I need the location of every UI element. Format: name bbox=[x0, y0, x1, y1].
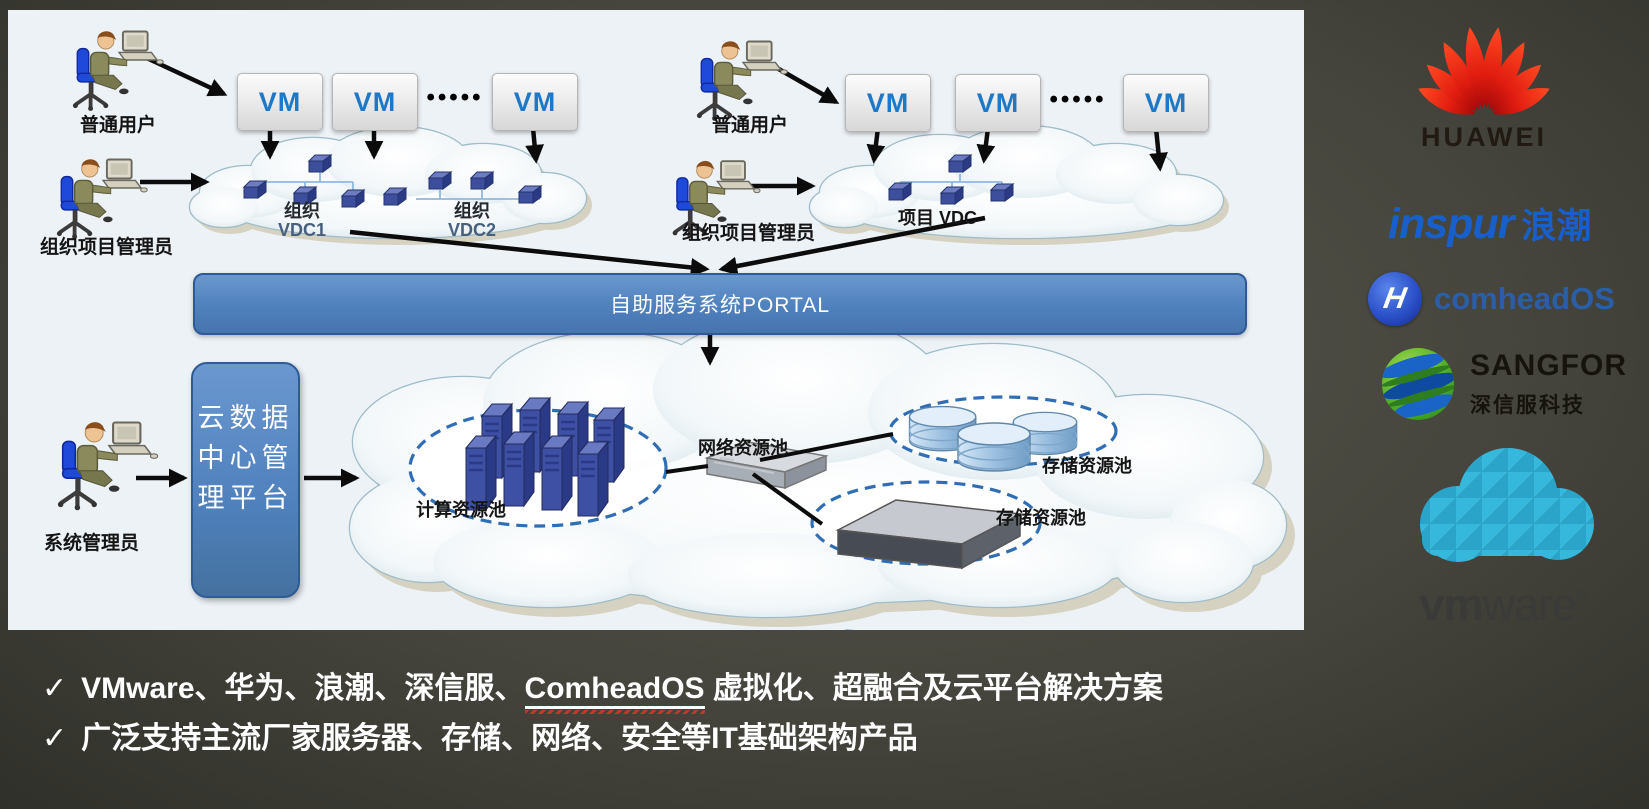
ordinary-user-1-figure bbox=[71, 29, 166, 113]
project-vdc-cubes bbox=[888, 154, 1014, 205]
flow-arrows bbox=[136, 51, 1168, 488]
bullet1-pre: VMware、华为、浪潮、深信服、 bbox=[81, 672, 525, 705]
vm-box-1: VM bbox=[237, 73, 323, 131]
vmware-wordmark: vmware® bbox=[1390, 579, 1615, 631]
vdc2-cubes bbox=[416, 171, 542, 204]
summary-bullets: ✓ VMware、华为、浪潮、深信服、ComheadOS 虚拟化、超融合及云平台解… bbox=[42, 664, 1163, 764]
comheados-badge-icon: H bbox=[1368, 272, 1422, 326]
bullet1-comheados: ComheadOS bbox=[524, 672, 705, 709]
label-network-pool: 网络资源池 bbox=[698, 438, 788, 458]
label-org-vdc2: 组织 VDC2 bbox=[434, 202, 510, 240]
mgmt-line2: 中心管 bbox=[197, 443, 294, 473]
check-icon: ✓ bbox=[42, 722, 68, 755]
comheados-logo: H comheadOS bbox=[1368, 272, 1615, 326]
vm-label: VM bbox=[513, 86, 557, 117]
ordinary-user-2-figure bbox=[695, 39, 790, 123]
inspur-chinese: 浪潮 bbox=[1521, 207, 1592, 246]
vmware-cloud-icon bbox=[1420, 448, 1594, 562]
label-org-admin-2: 组织项目管理员 bbox=[682, 223, 816, 244]
inspur-wordmark: inspur bbox=[1388, 200, 1514, 248]
sangfor-globe-icon bbox=[1382, 348, 1454, 420]
org-admin-1-figure bbox=[55, 157, 150, 241]
diagram-canvas bbox=[55, 29, 1295, 630]
org-vdc1-line1: 组织 bbox=[284, 201, 320, 221]
vm-box-4: VM bbox=[845, 74, 931, 132]
huawei-wordmark: HUAWEI bbox=[1421, 122, 1547, 152]
system-admin-figure bbox=[58, 422, 158, 510]
check-icon: ✓ bbox=[42, 672, 68, 705]
bullet2-text: 广泛支持主流厂家服务器、存储、网络、安全等IT基础架构产品 bbox=[81, 722, 918, 755]
label-storage-pool-disk: 存储资源池 bbox=[1042, 456, 1132, 476]
label-system-admin: 系统管理员 bbox=[44, 533, 140, 554]
vm-label: VM bbox=[258, 86, 302, 117]
org-vdc2-line1: 组织 bbox=[454, 201, 490, 221]
vm-ellipsis-left: ••••• bbox=[426, 84, 484, 111]
bullet-line-2: ✓ 广泛支持主流厂家服务器、存储、网络、安全等IT基础架构产品 bbox=[42, 714, 1163, 764]
vm-box-6: VM bbox=[1123, 74, 1209, 132]
vmware-logo: vmware® bbox=[1390, 442, 1615, 631]
sangfor-wordmark: SANGFOR bbox=[1470, 349, 1627, 382]
vm-label: VM bbox=[1144, 87, 1188, 118]
huawei-logo-icon bbox=[1418, 27, 1550, 115]
vm-ellipsis-right: ••••• bbox=[1049, 86, 1107, 113]
vm-label: VM bbox=[866, 87, 910, 118]
cloud-dc-mgmt-box: 云数据 中心管 理平台 bbox=[191, 362, 300, 598]
vm-box-2: VM bbox=[332, 73, 418, 131]
label-storage-pool-rack: 存储资源池 bbox=[996, 508, 1086, 528]
label-compute-pool: 计算资源池 bbox=[416, 500, 506, 520]
project-vdc-cloud bbox=[808, 124, 1229, 245]
vmware-ware: ware bbox=[1482, 579, 1578, 630]
comheados-badge-letter: H bbox=[1381, 282, 1409, 315]
portal-label: 自助服务系统PORTAL bbox=[609, 294, 831, 317]
mgmt-line1: 云数据 bbox=[197, 403, 294, 433]
inspur-logo: inspur 浪潮 bbox=[1388, 198, 1591, 249]
storage-rack bbox=[835, 499, 1023, 630]
architecture-diagram-panel: VM VM VM ••••• VM VM VM ••••• 普通用户 组织项目管… bbox=[8, 10, 1304, 630]
org-vdc1-line2: VDC1 bbox=[277, 220, 326, 240]
sangfor-logo: SANGFOR 深信服科技 bbox=[1378, 344, 1627, 424]
bullet-line-1: ✓ VMware、华为、浪潮、深信服、ComheadOS 虚拟化、超融合及云平台解… bbox=[42, 664, 1163, 714]
self-service-portal-bar: 自助服务系统PORTAL bbox=[193, 273, 1247, 335]
mgmt-line3: 理平台 bbox=[197, 483, 294, 513]
vm-label: VM bbox=[976, 87, 1020, 118]
vmware-reg-mark: ® bbox=[1576, 587, 1586, 603]
vmware-vm: vm bbox=[1419, 579, 1484, 630]
label-ordinary-user-2: 普通用户 bbox=[712, 115, 789, 136]
comheados-wordmark: comheadOS bbox=[1434, 281, 1615, 316]
label-project-vdc: 项目 VDC bbox=[898, 208, 978, 228]
bullet1-post: 虚拟化、超融合及云平台解决方案 bbox=[704, 672, 1163, 705]
vm-label: VM bbox=[353, 86, 397, 117]
sangfor-chinese: 深信服科技 bbox=[1470, 394, 1585, 417]
label-org-admin-1: 组织项目管理员 bbox=[40, 237, 174, 258]
vm-box-5: VM bbox=[955, 74, 1041, 132]
vm-box-3: VM bbox=[492, 73, 578, 131]
label-ordinary-user-1: 普通用户 bbox=[80, 115, 157, 136]
label-org-vdc1: 组织 VDC1 bbox=[264, 202, 340, 240]
org-vdc2-line2: VDC2 bbox=[447, 220, 496, 240]
pool-links bbox=[665, 432, 894, 526]
vdc1-cubes bbox=[243, 154, 407, 208]
